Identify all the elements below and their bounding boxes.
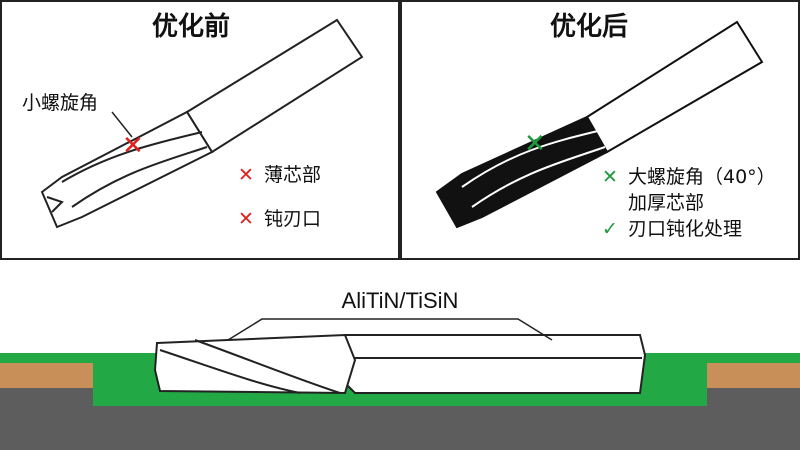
- coated-drill-cross-section: AliTiN/TiSiN: [0, 288, 800, 450]
- x-mark-icon: ✕: [524, 129, 546, 159]
- after-item-3: ✓刃口钝化处理: [602, 218, 743, 240]
- x-mark-icon: ✕: [238, 164, 254, 186]
- before-item-2: ✕钝刃口: [238, 208, 322, 230]
- coating-panel: AliTiN/TiSiN: [0, 260, 800, 450]
- x-mark-icon: ✕: [602, 166, 618, 188]
- check-mark-icon: ✓: [602, 218, 618, 240]
- drill-after-illustration: ✕: [435, 20, 764, 229]
- after-item-1: ✕大螺旋角（40°）: [602, 166, 776, 188]
- after-panel: 优化后 ✕ ✕大螺旋角（40°） 加厚芯部 ✓刃口钝化处理: [400, 0, 800, 260]
- x-mark-icon: ✕: [122, 131, 144, 161]
- before-title: 优化前: [152, 12, 231, 42]
- coating-label: AliTiN/TiSiN: [342, 288, 459, 313]
- after-item-2: 加厚芯部: [628, 192, 705, 214]
- before-item-1: ✕薄芯部: [238, 164, 322, 186]
- callout-small-helix: 小螺旋角: [22, 92, 99, 114]
- before-panel: 优化前 ✕ 小螺旋角 ✕薄芯部 ✕钝刃口: [0, 0, 400, 260]
- after-title: 优化后: [550, 12, 629, 42]
- x-mark-icon: ✕: [238, 208, 254, 230]
- drill-before-illustration: ✕: [40, 18, 364, 229]
